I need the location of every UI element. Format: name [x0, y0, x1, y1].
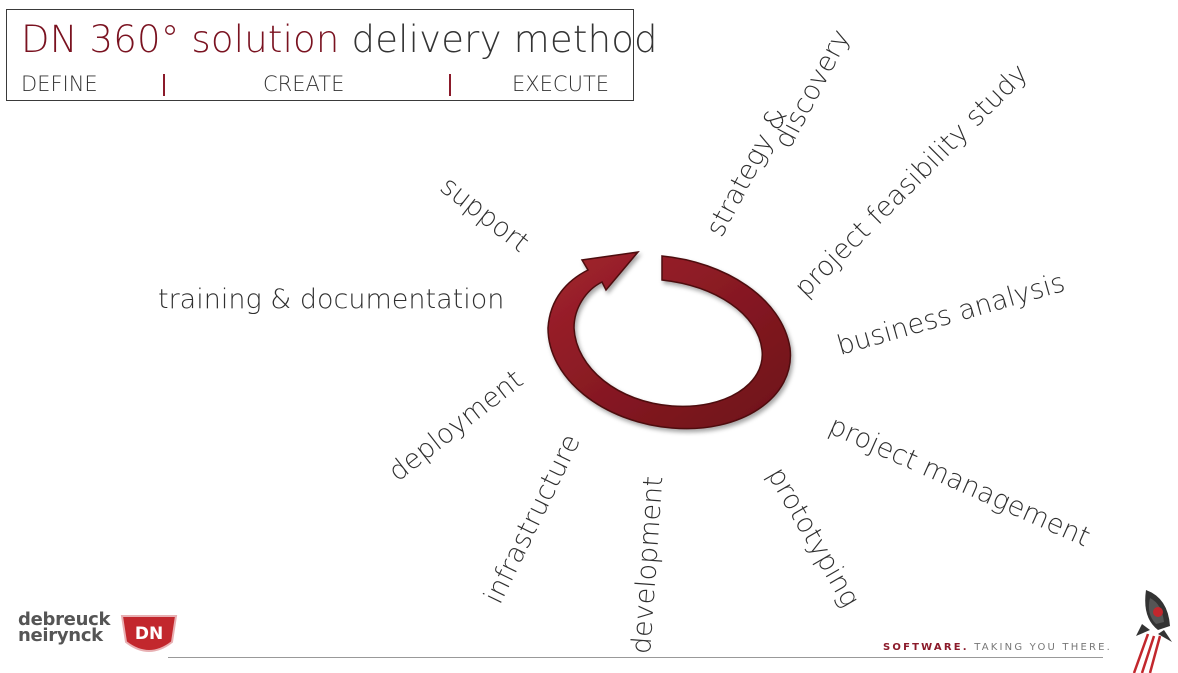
rocket-icon: [1132, 590, 1172, 673]
label-business-analysis: business analysis: [833, 267, 1069, 362]
dn-logo-icon: DN: [120, 615, 178, 652]
tagline: SOFTWARE. TAKING YOU THERE.: [883, 642, 1112, 653]
logo-badge-text: DN: [135, 624, 163, 644]
company-logo: debreuck neirynck DN: [18, 609, 178, 652]
phase-separator: [163, 74, 165, 96]
label-deployment: deployment: [382, 363, 530, 488]
label-project-management: project management: [824, 410, 1095, 554]
phase-row: DEFINE CREATE EXECUTE: [7, 72, 633, 98]
title-accent: solution: [191, 18, 340, 61]
title-box: DN 360° solution delivery method DEFINE …: [6, 9, 658, 101]
label-discovery: discovery: [768, 24, 857, 154]
cycle-arrow-icon: [547, 250, 792, 430]
label-prototyping: prototyping: [760, 462, 866, 613]
title-suffix: delivery method: [351, 18, 658, 61]
label-infrastructure: infrastructure: [478, 429, 587, 609]
logo-line1: debreuck: [18, 609, 111, 630]
phase-execute: EXECUTE: [512, 72, 610, 96]
logo-line2: neirynck: [18, 625, 103, 646]
label-training: training & documentation: [158, 284, 505, 315]
title-prefix: DN 360°: [21, 18, 180, 61]
page-title: DN 360° solution delivery method: [21, 18, 658, 61]
label-support: support: [434, 170, 535, 259]
phase-create: CREATE: [263, 72, 345, 96]
phase-define: DEFINE: [21, 72, 98, 96]
logo-text: debreuck neirynck: [18, 609, 111, 646]
tagline-rest: TAKING YOU THERE.: [968, 642, 1113, 653]
tagline-strong: SOFTWARE.: [883, 642, 969, 653]
footer-divider: [168, 657, 1103, 658]
label-development: development: [626, 475, 670, 656]
label-feasibility: project feasibility study: [788, 57, 1035, 304]
phase-separator: [449, 74, 451, 96]
